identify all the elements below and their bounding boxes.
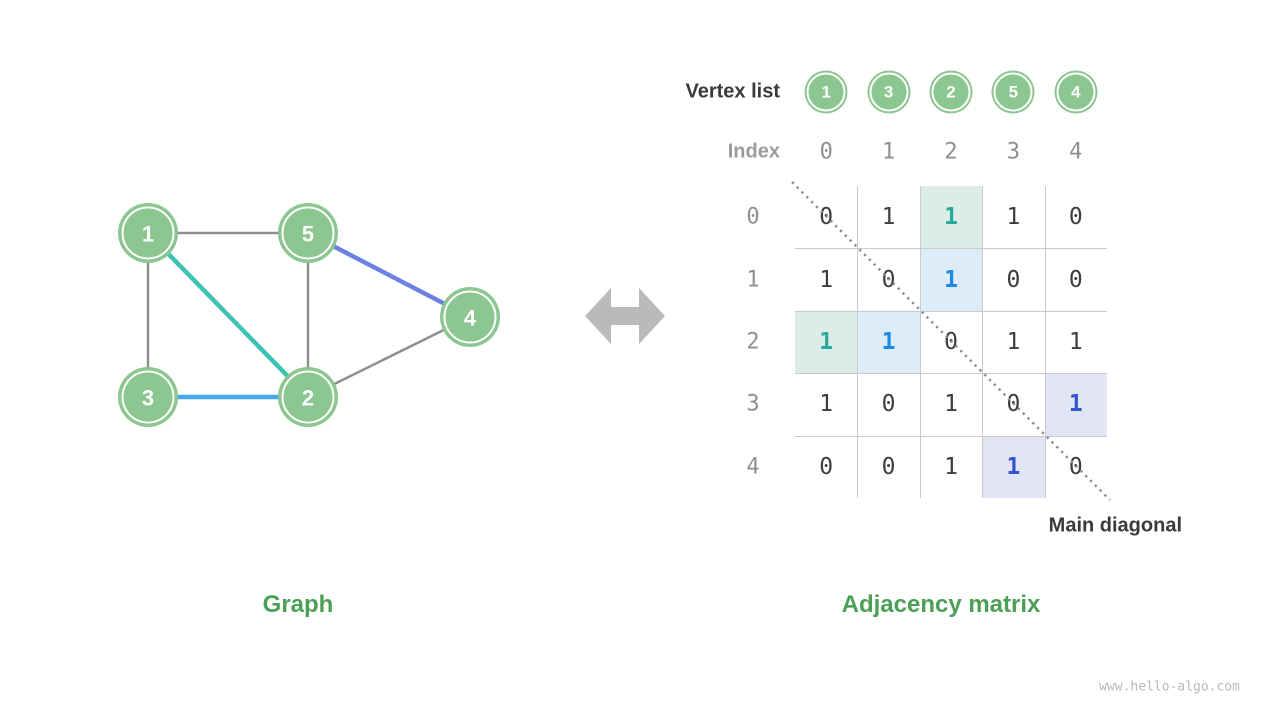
index-value: 0	[819, 139, 833, 165]
grid-line	[1044, 186, 1046, 498]
vertex-list-item-ring: 1	[806, 72, 846, 112]
vertex-list-item-label: 1	[821, 82, 831, 101]
vertex-list-item-ring: 3	[869, 72, 909, 112]
vertex-list-item: 1	[804, 70, 848, 114]
watermark: www.hello-algo.com	[1099, 679, 1240, 695]
vertex-list-item-label: 2	[946, 82, 956, 101]
grid-line	[795, 373, 1107, 375]
vertex-list-label: Vertex list	[685, 80, 780, 103]
vertex-list-item: 3	[867, 70, 911, 114]
matrix-row-label: 1	[746, 267, 760, 293]
vertex-list-item-label: 5	[1008, 82, 1019, 101]
matrix-row-label: 4	[746, 454, 760, 480]
matrix-caption: Adjacency matrix	[841, 591, 1041, 618]
vertex-list-item-ring: 5	[993, 72, 1033, 112]
grid-line	[919, 186, 921, 498]
index-value: 1	[881, 139, 896, 165]
matrix-row-label: 0	[746, 204, 760, 230]
vertex-list-item-ring: 2	[931, 72, 971, 112]
vertex-list-item: 5	[991, 70, 1035, 114]
double-arrow-shape	[585, 288, 665, 344]
vertex-list-item-ring: 4	[1056, 72, 1096, 112]
grid-line	[982, 186, 984, 498]
index-label: Index	[727, 140, 780, 163]
index-value: 2	[944, 139, 958, 165]
grid-line	[857, 186, 859, 498]
index-value: 3	[1006, 139, 1021, 165]
grid-line	[795, 435, 1107, 437]
matrix-row-label: 2	[746, 329, 760, 355]
vertex-list-item: 4	[1054, 70, 1098, 114]
grid-line	[795, 310, 1107, 312]
graph-caption: Graph	[262, 591, 334, 618]
matrix-row-label: 3	[746, 391, 760, 417]
vertex-list-item-label: 4	[1071, 82, 1081, 101]
grid-line	[795, 248, 1107, 250]
index-value: 4	[1069, 139, 1083, 165]
main-diagonal-label: Main diagonal	[1048, 514, 1182, 537]
vertex-list-item-label: 3	[883, 82, 894, 101]
vertex-list-item: 2	[929, 70, 973, 114]
